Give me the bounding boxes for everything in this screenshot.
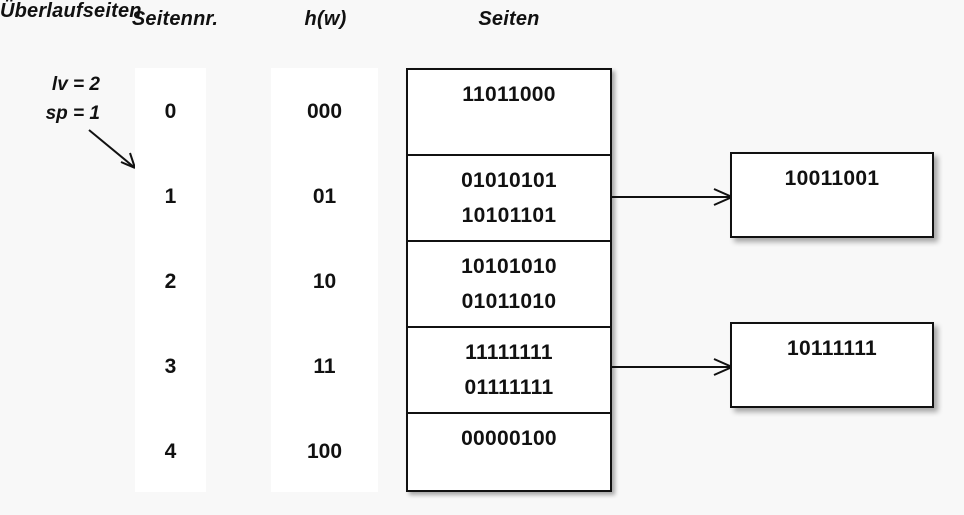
page-cell-2: 10101010 01011010 — [408, 242, 610, 328]
level-split-annotation: lv = 2 sp = 1 — [10, 70, 100, 128]
page-record: 01011010 — [461, 290, 557, 313]
pages-table: 11011000 01010101 10101101 10101010 0101… — [406, 68, 612, 492]
split-pointer-value: sp = 1 — [45, 103, 100, 124]
column-header-seiten: Seiten — [478, 8, 540, 30]
page-number-cell: 1 — [164, 185, 177, 208]
page-record: 01111111 — [464, 376, 554, 399]
overflow-page-box: 10011001 — [730, 152, 934, 238]
page-cell-4: 00000100 — [408, 414, 610, 500]
page-cell-3: 11111111 01111111 — [408, 328, 610, 414]
split-pointer-arrow-icon — [88, 129, 136, 169]
page-number-cell: 2 — [164, 270, 177, 293]
page-record: 10101101 — [461, 204, 557, 227]
arrow-right-icon — [610, 358, 734, 376]
column-header-ueberlaufseiten: Überlaufseiten — [0, 0, 142, 22]
page-record: 10101010 — [461, 255, 557, 278]
overflow-record: 10011001 — [784, 167, 880, 190]
column-header-hw: h(w) — [304, 8, 347, 30]
page-record: 01010101 — [461, 169, 557, 192]
hash-value-cell: 000 — [306, 100, 343, 123]
arrow-right-icon — [610, 188, 734, 206]
page-cell-0: 11011000 — [408, 70, 610, 156]
page-number-cell: 0 — [164, 100, 177, 123]
hash-value-cell: 11 — [313, 355, 336, 378]
page-number-cell: 4 — [164, 440, 177, 463]
page-number-column: 0 1 2 3 4 — [135, 68, 206, 492]
hash-value-cell: 100 — [306, 440, 343, 463]
hash-value-cell: 01 — [312, 185, 337, 208]
hash-value-column: 000 01 10 11 100 — [271, 68, 378, 492]
page-number-cell: 3 — [164, 355, 177, 378]
column-header-seitennr: Seitennr. — [131, 8, 219, 30]
level-value: lv = 2 — [51, 74, 100, 95]
page-record: 00000100 — [461, 427, 557, 450]
overflow-record: 10111111 — [786, 337, 878, 360]
hash-value-cell: 10 — [312, 270, 337, 293]
page-record: 11011000 — [462, 83, 556, 106]
overflow-page-box: 10111111 — [730, 322, 934, 408]
page-cell-1: 01010101 10101101 — [408, 156, 610, 242]
page-record: 11111111 — [465, 341, 553, 364]
